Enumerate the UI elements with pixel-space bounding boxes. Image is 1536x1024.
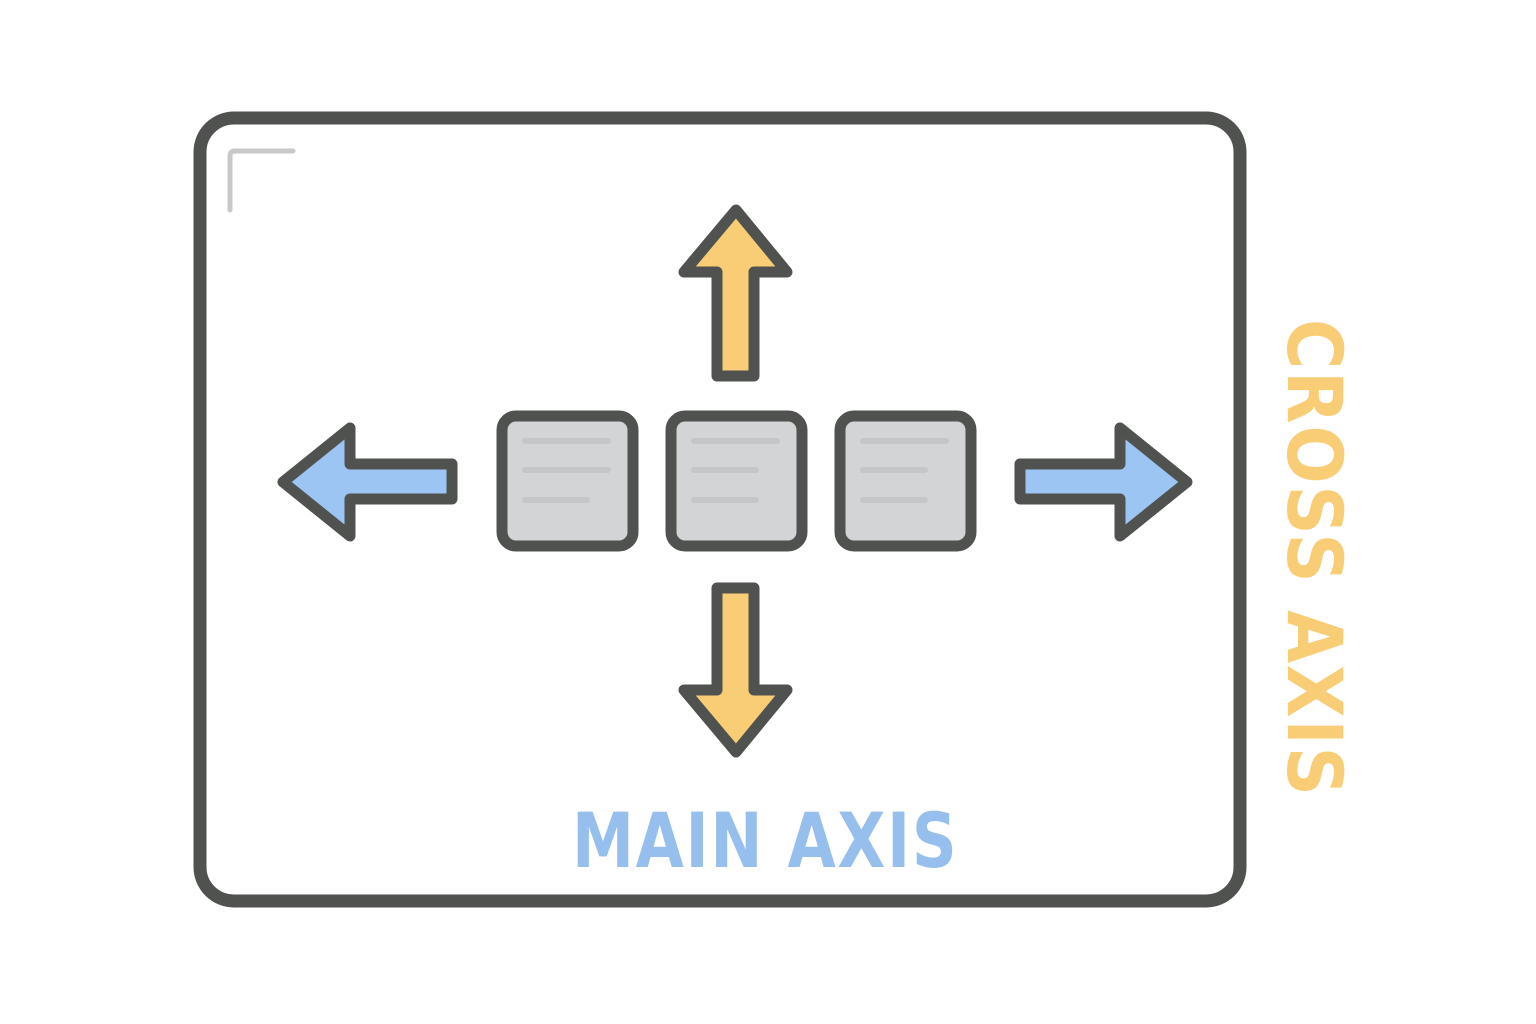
main-axis-label: MAIN AXIS: [572, 796, 959, 885]
arrow-left-icon: [277, 422, 458, 542]
container-corner-mark: [227, 148, 296, 213]
flex-item-3: [834, 410, 977, 552]
cross-axis-label: CROSS AXIS: [1270, 319, 1359, 798]
flex-item-1: [496, 410, 639, 552]
flex-item-2: [665, 410, 808, 552]
arrow-down-icon: [678, 582, 793, 758]
arrow-up-icon: [678, 204, 793, 382]
arrow-right-icon: [1014, 422, 1193, 542]
